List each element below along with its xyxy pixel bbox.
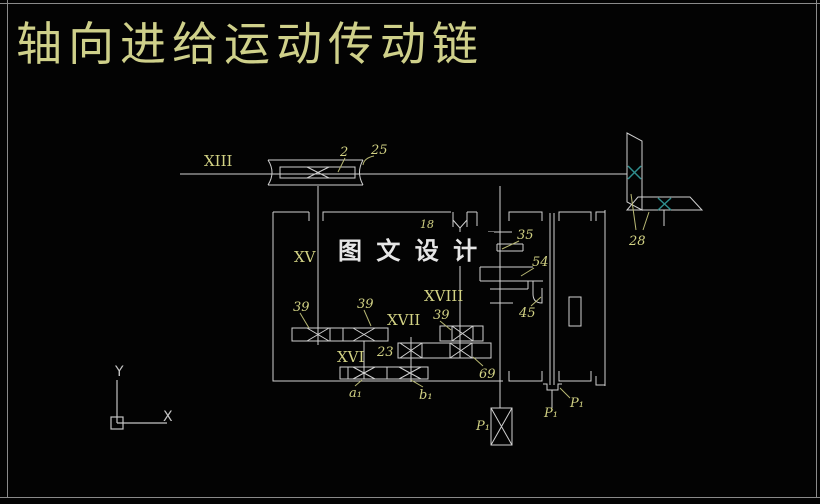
shaft-XIII-label: XIII <box>204 152 233 170</box>
label-a1: a₁ <box>349 386 362 401</box>
shaft-XVIII-label: XVIII <box>424 287 463 305</box>
leader-39-left <box>299 312 310 329</box>
leader-39-right <box>439 320 452 331</box>
gear-35-body <box>496 243 524 252</box>
label-39-left: 39 <box>293 300 310 315</box>
mesh-cross <box>352 327 376 342</box>
worm-end-arc <box>267 159 273 186</box>
detent-symbol <box>452 212 468 229</box>
shaft-XV-label: XV <box>294 248 317 266</box>
gear-39-right-body <box>439 325 484 342</box>
label-35: 35 <box>517 228 534 243</box>
leader-p1-nut <box>559 387 571 399</box>
bevel-gear-horizontal <box>625 196 704 211</box>
worm-mesh-cross <box>306 166 330 179</box>
gear-bar-XVII: 39 39 XVII <box>291 297 420 345</box>
bevel-mesh-cross <box>657 197 672 211</box>
leader-28 <box>630 193 650 231</box>
housing-right-wall <box>595 210 606 386</box>
bearing-bracket-top <box>558 211 592 221</box>
label-45: 45 <box>518 306 536 321</box>
central-shaft-gear-cluster: 35 54 45 <box>479 186 549 408</box>
leader-35 <box>501 240 520 250</box>
label-69: 69 <box>479 367 496 382</box>
label-worm-wheel-25: 25 <box>370 143 388 158</box>
gear-bar-XVI: XVI a₁ b₁ <box>337 348 433 403</box>
gear-45-hook <box>532 281 543 304</box>
ucs-x-label: X <box>163 409 173 425</box>
watermark-backdrop <box>330 232 494 266</box>
shaft-XIII: XIII <box>180 152 627 175</box>
worm-drive: 2 25 <box>267 143 388 186</box>
drawing-title: 轴向进给运动传动链 <box>16 17 484 71</box>
label-bevel-28: 28 <box>628 234 646 249</box>
bearing-bracket-bottom <box>508 371 543 382</box>
watermark-text: 图 文 设 计 <box>338 237 480 265</box>
leader-54 <box>520 267 535 277</box>
worm-end-arc <box>359 159 364 186</box>
label-39-right: 39 <box>433 308 450 323</box>
worm-core <box>279 166 356 179</box>
leader-25 <box>362 155 375 166</box>
leadscrew: P₁ P₁ <box>543 213 584 421</box>
housing-left-bottom <box>272 212 503 382</box>
leader-b1 <box>410 379 424 388</box>
bearing-bracket-bottom <box>558 371 592 382</box>
gear-bar-body <box>291 327 389 342</box>
bevel-gear-pair: 28 <box>625 132 704 249</box>
label-b1: b₁ <box>419 388 433 403</box>
label-54: 54 <box>532 255 549 270</box>
leader-39-mid <box>363 309 372 327</box>
label-p1-screw: P₁ <box>543 406 558 421</box>
label-worm-2: 2 <box>339 145 348 160</box>
label-39-mid: 39 <box>357 297 374 312</box>
pump-box <box>490 407 513 446</box>
ucs-icon: Y X <box>110 364 173 430</box>
gear-bar-dividers <box>347 367 388 379</box>
housing-top-seg <box>467 211 478 226</box>
gear-bar-body <box>339 366 429 380</box>
mesh-cross <box>352 366 376 380</box>
ucs-origin-box <box>110 416 124 430</box>
leader-a1 <box>354 379 363 387</box>
bevel-mesh-cross <box>627 165 642 180</box>
mesh-cross <box>306 327 330 342</box>
label-18: 18 <box>420 218 434 231</box>
shaft-XVII-label: XVII <box>387 311 420 329</box>
leader-2 <box>337 157 346 173</box>
gearbox-housing: 18 <box>272 210 606 386</box>
gear-bar-dividers <box>329 328 344 341</box>
housing-top-seg <box>322 211 451 221</box>
leader-45 <box>530 296 542 307</box>
gear-hub <box>490 281 529 304</box>
label-23: 23 <box>376 345 394 360</box>
gear-39-right-cross <box>451 325 474 342</box>
mesh-cross <box>449 342 473 359</box>
bearing-bracket-top <box>508 211 543 221</box>
watermark: 图 文 设 计 <box>330 232 494 266</box>
housing-top-seg <box>273 211 310 221</box>
slider-block <box>568 296 582 327</box>
shaft-XV: XV <box>294 186 319 341</box>
shaft-XVI-label: XVI <box>337 348 365 366</box>
gear-bar-body <box>397 342 492 359</box>
label-p1-nut: P₁ <box>569 396 584 411</box>
gear-bar-23-69: 23 69 <box>363 337 496 382</box>
mesh-cross <box>399 342 423 359</box>
leadscrew-nut <box>543 383 562 391</box>
pump-cross <box>490 407 513 446</box>
leader-69 <box>472 356 484 367</box>
ucs-y-label: Y <box>114 364 124 380</box>
mesh-cross <box>398 366 422 380</box>
shaft-XVIII: XVIII 39 <box>424 228 484 358</box>
gear-bar-dividers <box>421 343 473 358</box>
label-p1-pump: P₁ <box>475 419 490 434</box>
pump-symbol: P₁ <box>475 407 513 446</box>
